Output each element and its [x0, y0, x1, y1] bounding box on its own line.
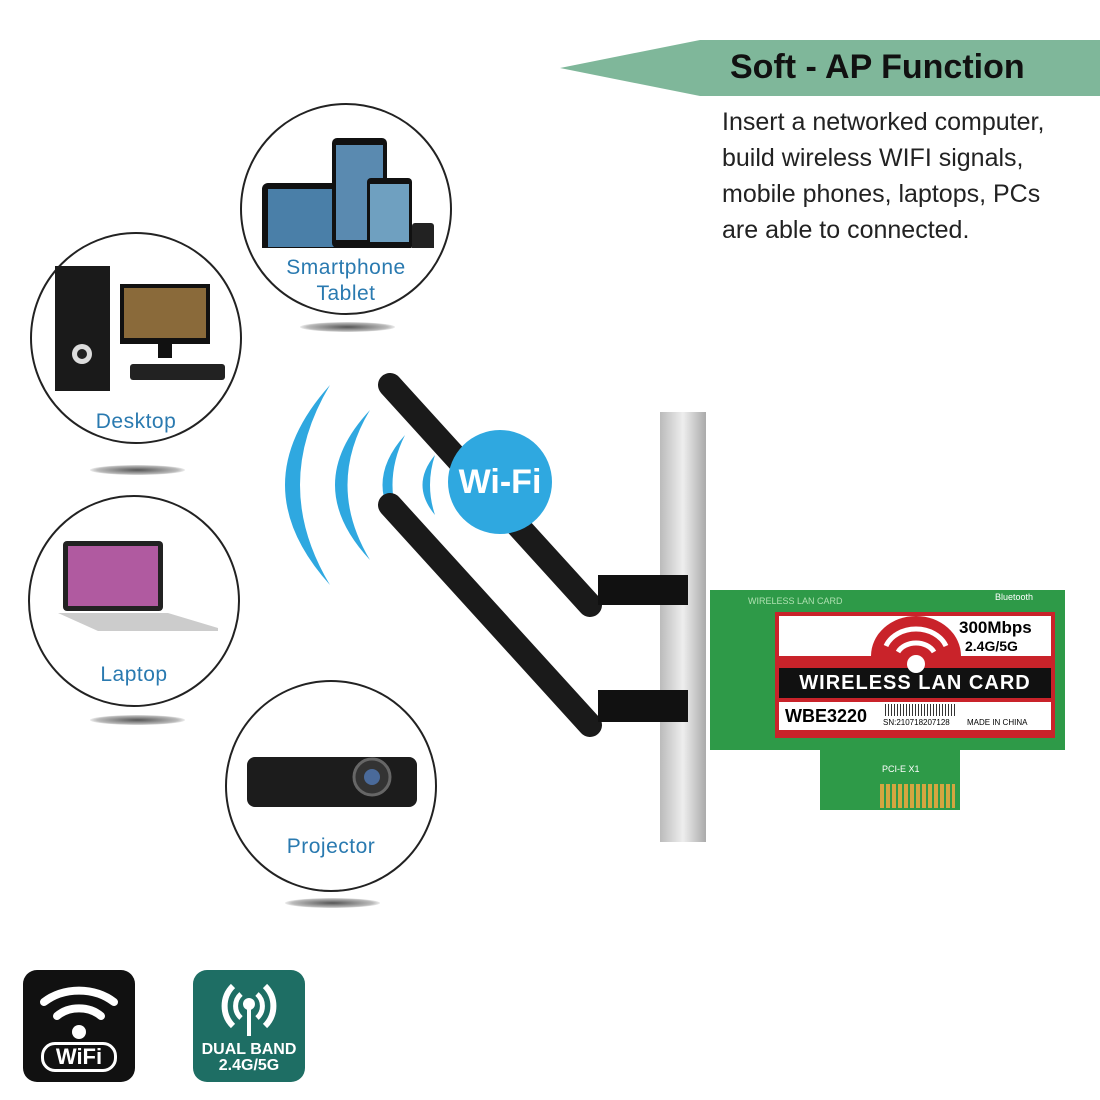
- wifi-badge-text: WiFi: [41, 1042, 117, 1072]
- wifi-badge: WiFi: [23, 970, 135, 1082]
- shadow: [300, 322, 395, 332]
- description-line: are able to connected.: [722, 216, 970, 244]
- gold-fingers: [880, 784, 955, 808]
- device-label: Laptop: [30, 662, 238, 688]
- antennas: [378, 373, 688, 737]
- page-title: Soft - AP Function: [730, 48, 1025, 86]
- slot-text: PCI-E X1: [882, 764, 920, 774]
- wifi-bubble: Wi-Fi: [448, 430, 552, 534]
- serial-text: SN:210718207128: [883, 718, 950, 727]
- label-line: Laptop: [100, 663, 168, 686]
- tablet-phone-icon: [262, 138, 434, 248]
- speed-text: 300Mbps: [959, 618, 1032, 637]
- device-label: Desktop: [32, 409, 240, 435]
- shadow: [90, 715, 185, 725]
- origin-text: MADE IN CHINA: [967, 718, 1028, 727]
- wifi-icon: [40, 986, 118, 1039]
- laptop-icon: [58, 541, 218, 631]
- label-line: Desktop: [95, 410, 177, 433]
- label-line: Smartphone: [286, 256, 406, 279]
- device-label: Projector: [227, 834, 435, 860]
- wifi-logo-icon: [871, 616, 961, 673]
- device-desktop: Desktop: [30, 232, 242, 444]
- card-label: 300Mbps 2.4G/5G WIRELESS LAN CARD WBE322…: [775, 612, 1055, 738]
- title-banner: [560, 40, 1100, 96]
- device-projector: Projector: [225, 680, 437, 892]
- antenna-signal-icon: [221, 983, 277, 1036]
- desktop-icon: [55, 266, 225, 391]
- dual-band-line: 2.4G/5G: [218, 1057, 280, 1074]
- shadow: [285, 898, 380, 908]
- shadow: [90, 465, 185, 475]
- description-line: mobile phones, laptops, PCs: [722, 180, 1041, 208]
- pcb-connector: PCI-E X1: [820, 750, 960, 810]
- description-line: build wireless WIFI signals,: [722, 144, 1024, 172]
- device-laptop: Laptop: [28, 495, 240, 707]
- projector-icon: [247, 757, 417, 807]
- pci-bracket: [660, 412, 706, 842]
- barcode: [885, 704, 955, 716]
- model-text: WBE3220: [785, 706, 868, 726]
- bands-text: 2.4G/5G: [965, 638, 1018, 654]
- label-line: Projector: [286, 835, 376, 858]
- pcb-text: WIRELESS LAN CARD: [748, 596, 843, 606]
- label-line: Tablet: [316, 282, 376, 305]
- dual-band-line: DUAL BAND: [201, 1041, 297, 1058]
- bluetooth-text: Bluetooth: [995, 592, 1034, 602]
- card-title: WIRELESS LAN CARD: [779, 668, 1051, 698]
- description: Insert a networked computer, build wirel…: [722, 104, 1092, 248]
- description-line: Insert a networked computer,: [722, 108, 1045, 136]
